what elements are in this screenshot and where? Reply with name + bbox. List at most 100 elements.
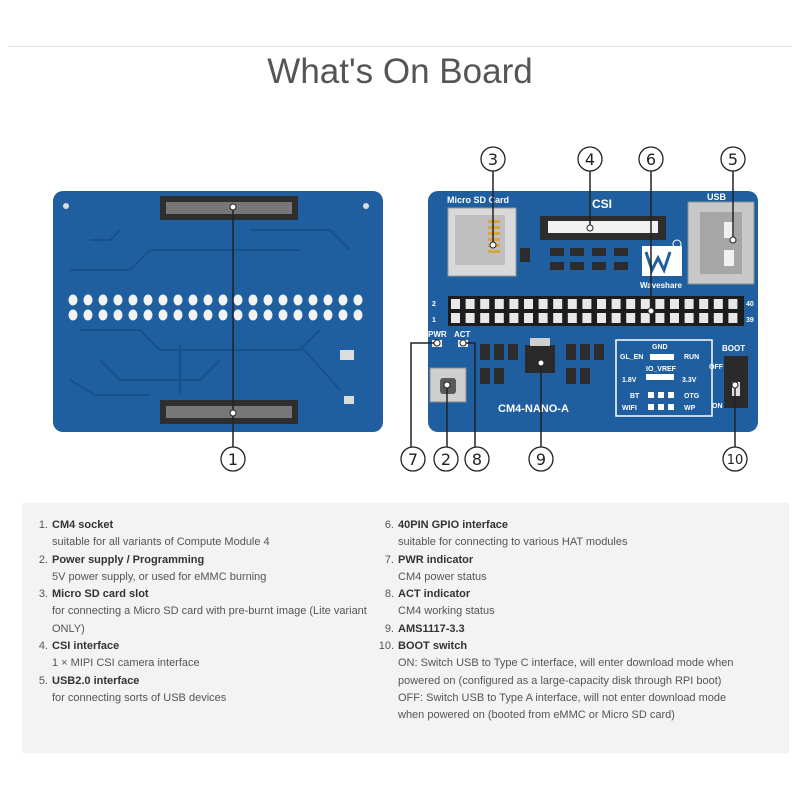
callout-10-label: 10	[727, 453, 744, 468]
feature-name: CM4 socket	[52, 519, 114, 531]
callout-7	[400, 446, 426, 472]
feature-number: 2.	[38, 553, 48, 566]
gpio-pin	[626, 313, 636, 323]
gpio-pin	[553, 299, 563, 309]
gpio-pin	[567, 313, 577, 323]
gpio-pad	[128, 309, 138, 321]
feature-description: 5V power supply, or used for eMMC burnin…	[52, 570, 267, 583]
gpio-pad	[203, 294, 213, 306]
board-top-view: Micro SD Card CSI USB Waveshare CM4-NANO…	[428, 191, 758, 432]
gpio-pin	[538, 299, 548, 309]
gpio-pad	[248, 294, 258, 306]
feature-name: ACT indicator	[398, 588, 471, 601]
feature-item: 2. Power supply / Programming 5V power sup…	[32, 552, 372, 587]
feature-name: 40PIN GPIO interface	[398, 519, 509, 531]
feature-name: PWR indicator	[398, 553, 474, 566]
gpio-pin	[626, 299, 636, 309]
feature-number: 4.	[38, 640, 48, 653]
callout-9-label: 9	[536, 450, 546, 469]
callout-10	[722, 446, 748, 472]
callout-8	[464, 446, 490, 472]
silk-wifi: WIFI	[622, 405, 637, 412]
silk-io-vref: IO_VREF	[646, 366, 677, 373]
silk-1v8: 1.8V	[622, 377, 637, 384]
gpio-pin	[670, 299, 679, 309]
pcb-traces	[69, 229, 351, 396]
gpio-pad	[233, 309, 243, 321]
callout-7-label: 7	[408, 450, 418, 469]
gpio-pad	[83, 294, 93, 306]
gpio-pin	[699, 299, 709, 309]
gpio-pin	[640, 313, 650, 323]
silk-brand: Waveshare	[640, 281, 683, 290]
gpio-pin	[582, 313, 592, 323]
gpio-pin	[684, 313, 694, 323]
gpio-pad	[278, 309, 288, 321]
gpio-pad	[173, 309, 183, 321]
feature-number: 3.	[38, 588, 48, 601]
callout-8-label: 8	[472, 450, 482, 469]
callout-3	[480, 146, 506, 172]
silk-pin40: 40	[746, 301, 754, 308]
feature-description: suitable for connecting to various HAT m…	[398, 536, 628, 549]
silk-model: CM4-NANO-A	[498, 403, 569, 415]
silk-boot: BOOT	[722, 344, 745, 353]
silk-pin39: 39	[746, 317, 754, 324]
gpio-pin	[494, 299, 504, 309]
gpio-pin	[670, 313, 679, 323]
feature-description: CM4 working status	[398, 605, 495, 618]
feature-number: 8.	[384, 588, 394, 601]
gpio-pin	[480, 299, 490, 309]
feature-number: 7.	[384, 553, 394, 566]
gpio-pin	[699, 313, 709, 323]
feature-item: 9.AMS1117-3.3	[378, 621, 748, 638]
callout-6	[638, 146, 664, 172]
gpio-pad	[293, 294, 303, 306]
feature-item: 1. CM4 socket suitable for all variants of…	[32, 517, 372, 552]
gpio-pin	[713, 299, 723, 309]
gpio-pad	[308, 294, 318, 306]
gpio-pin	[553, 313, 563, 323]
gpio-pin	[713, 313, 723, 323]
gpio-pads	[68, 294, 363, 321]
gpio-pad	[113, 309, 123, 321]
silk-otg: OTG	[684, 393, 700, 400]
callout-1-label: 1	[228, 450, 238, 469]
silk-pwr: PWR	[428, 330, 447, 339]
gpio-pin	[684, 299, 694, 309]
gpio-pad	[338, 309, 348, 321]
callout-5	[720, 146, 746, 172]
feature-description: suitable for all variants of Compute Mod…	[52, 536, 270, 549]
top-divider	[8, 46, 792, 47]
gpio-pad	[188, 294, 198, 306]
feature-description: 1 × MIPI CSI camera interface	[52, 657, 200, 670]
silk-pin1: 1	[432, 317, 436, 324]
gpio-pin	[567, 299, 577, 309]
feature-name: Micro SD card slot	[52, 588, 149, 601]
silk-gnd: GND	[652, 344, 668, 351]
gpio-pad	[158, 294, 168, 306]
feature-name: Power supply / Programming	[52, 553, 205, 566]
feature-name: USB2.0 interface	[52, 674, 140, 687]
gpio-pin	[728, 299, 738, 309]
feature-number: 1.	[38, 519, 48, 531]
feature-description: OFF: Switch USB to Type A interface, wil…	[398, 691, 727, 722]
feature-name: AMS1117-3.3	[398, 622, 465, 635]
gpio-pin	[611, 299, 621, 309]
silk-on: ON	[712, 403, 723, 410]
ams1117-regulator	[525, 345, 555, 373]
silk-act: ACT	[454, 330, 471, 339]
silk-3v3: 3.3V	[682, 377, 697, 384]
gpio-pin	[611, 313, 621, 323]
gpio-pin	[465, 313, 475, 323]
gpio-pad	[263, 309, 273, 321]
silk-run: RUN	[684, 354, 699, 361]
pcb-bottom	[53, 191, 383, 432]
gpio-pad	[323, 294, 333, 306]
board-bottom-view	[53, 191, 383, 432]
